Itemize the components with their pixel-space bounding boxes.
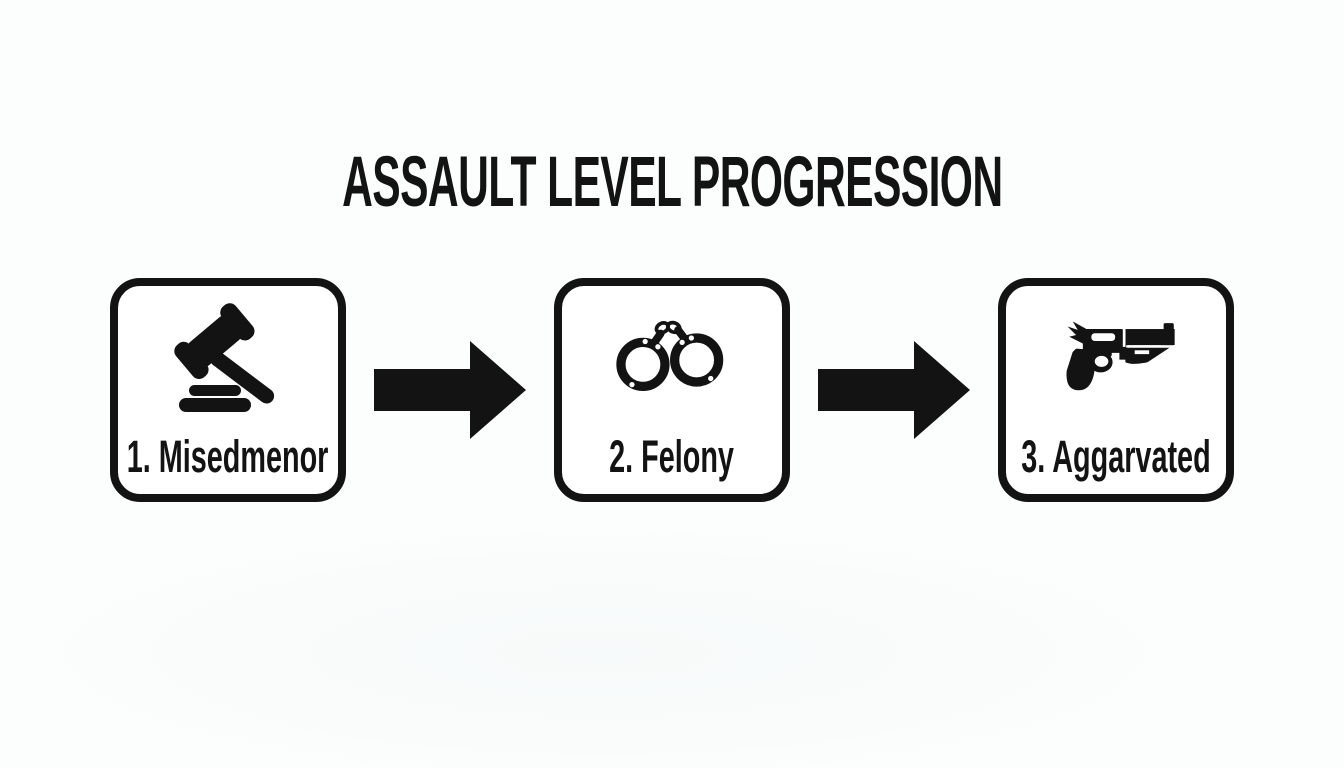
- title-row: ASSAULT LEVEL PROGRESSION: [0, 147, 1344, 218]
- progression-flow: 1. Misedmenor: [0, 278, 1344, 502]
- arrow-right-icon: [374, 341, 526, 439]
- handcuffs-icon: [562, 290, 782, 430]
- stage-label-row: 1. Misedmenor: [118, 430, 338, 482]
- diagram-title: ASSAULT LEVEL PROGRESSION: [341, 143, 1003, 222]
- stage-label: 1. Misedmenor: [127, 430, 329, 482]
- stage-box-felony: 2. Felony: [554, 278, 790, 502]
- stage-label: 3. Aggarvated: [1021, 430, 1211, 482]
- stage-label-row: 3. Aggarvated: [1006, 430, 1226, 482]
- stage-label: 2. Felony: [609, 430, 735, 482]
- stage-box-misdemeanor: 1. Misedmenor: [110, 278, 346, 502]
- revolver-icon: [1006, 290, 1226, 430]
- arrow-right-icon: [818, 341, 970, 439]
- stage-box-aggravated: 3. Aggarvated: [998, 278, 1234, 502]
- stage-label-row: 2. Felony: [562, 430, 782, 482]
- gavel-icon: [118, 290, 338, 430]
